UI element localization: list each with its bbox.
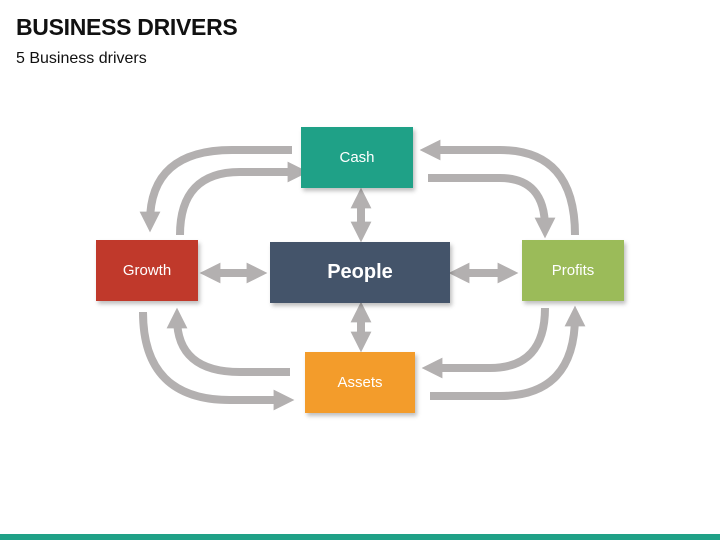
node-people: People xyxy=(270,242,450,303)
arrow-cash-to-growth xyxy=(139,146,292,233)
node-assets: Assets xyxy=(305,352,415,413)
node-growth: Growth xyxy=(96,240,198,301)
node-people-label: People xyxy=(327,261,393,283)
node-growth-label: Growth xyxy=(122,262,172,279)
arrow-profits-to-cash xyxy=(419,139,579,236)
node-cash: Cash xyxy=(301,127,413,188)
node-profits-label: Profits xyxy=(551,262,595,279)
footer-bar xyxy=(0,534,720,540)
arrow-growth-to-cash xyxy=(176,161,309,236)
node-assets-label: Assets xyxy=(337,374,383,391)
arrow-cash-to-profits xyxy=(428,174,556,239)
arrow-assets-to-profits xyxy=(430,305,586,400)
arrow-growth-to-assets xyxy=(139,311,295,411)
arrow-profits-to-assets xyxy=(421,307,549,379)
node-cash-label: Cash xyxy=(339,149,375,166)
node-profits: Profits xyxy=(522,240,624,301)
page-title: BUSINESS DRIVERS xyxy=(16,14,238,40)
page-subtitle: 5 Business drivers xyxy=(16,50,147,67)
arrow-assets-to-growth xyxy=(166,307,290,376)
